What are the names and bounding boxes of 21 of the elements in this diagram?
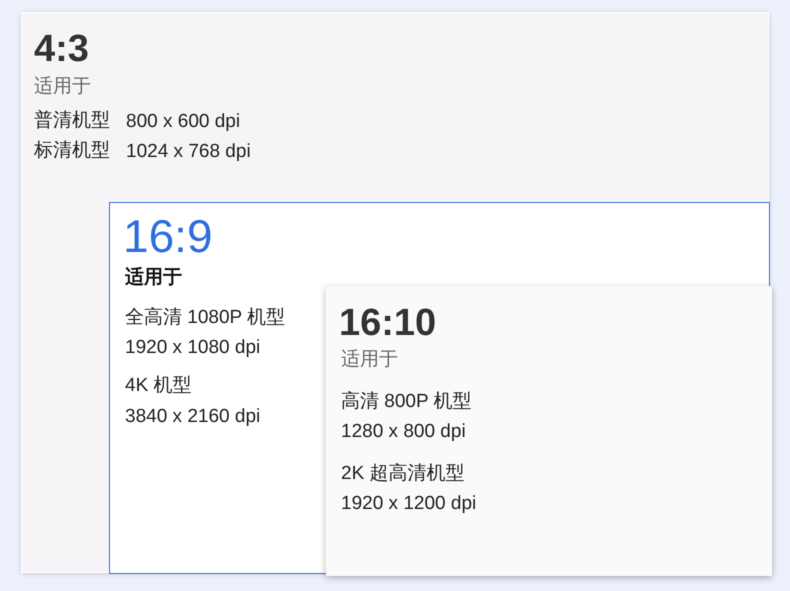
model-name: 全高清 1080P 机型 (125, 308, 286, 327)
resolution-value: 1024 x 768 dpi (126, 142, 251, 161)
model-name: 2K 超高清机型 (341, 464, 465, 483)
subheading: 适用于 (341, 350, 398, 369)
subheading: 适用于 (34, 77, 91, 96)
resolution-value: 3840 x 2160 dpi (125, 407, 260, 426)
model-name: 高清 800P 机型 (341, 392, 472, 411)
resolution-value: 1280 x 800 dpi (341, 422, 466, 441)
resolution-value: 1920 x 1200 dpi (341, 494, 476, 513)
card-panel (109, 202, 770, 574)
model-name: 标清机型 (34, 141, 110, 160)
resolution-value: 1920 x 1080 dpi (125, 338, 260, 357)
ratio-heading: 4:3 (34, 30, 89, 68)
model-name: 4K 机型 (125, 376, 192, 395)
card-panel (21, 12, 769, 573)
ratio-heading: 16:10 (339, 304, 436, 342)
card-panel (326, 286, 772, 576)
subheading: 适用于 (125, 268, 182, 287)
resolution-value: 800 x 600 dpi (126, 112, 240, 131)
ratio-heading: 16:9 (123, 213, 213, 259)
model-name: 普清机型 (34, 111, 110, 130)
